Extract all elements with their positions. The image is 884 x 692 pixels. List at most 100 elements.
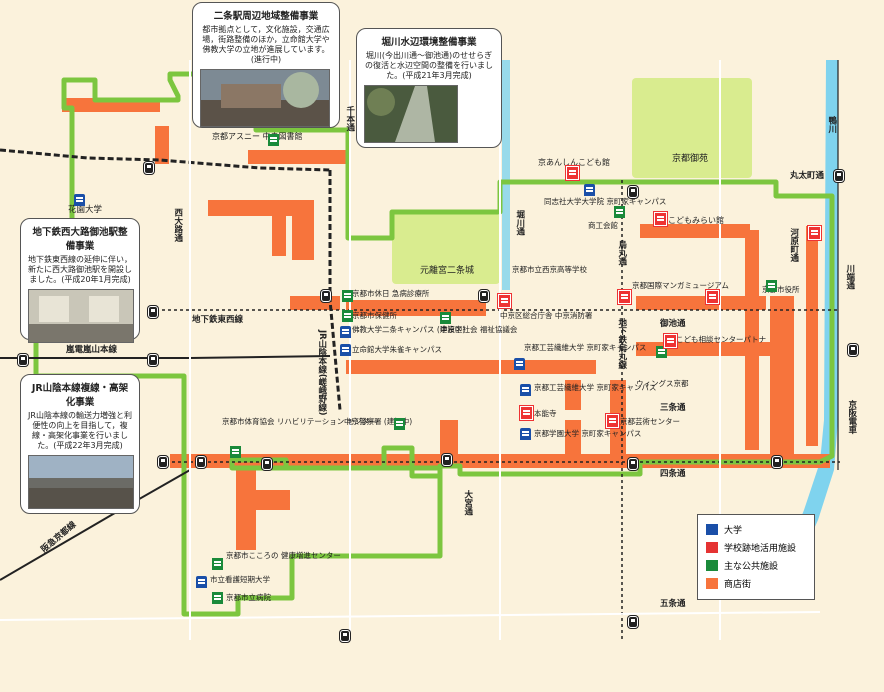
place-doshisha: 同志社大学大学院 京町家キャンパス xyxy=(544,197,667,206)
university-icon xyxy=(520,384,531,396)
photo-jr-elevated xyxy=(28,455,134,509)
public-facility-icon xyxy=(212,558,223,570)
legend-item-school-reuse: 学校跡地活用施設 xyxy=(706,541,806,554)
school-reuse-icon xyxy=(566,166,579,180)
place-shintai: 京都市体育協会 リハビリテーション センター xyxy=(222,417,377,426)
station-marker xyxy=(772,456,782,468)
school-reuse-icon xyxy=(706,542,718,553)
map-legend: 大学 学校跡地活用施設 主な公共施設 商店街 xyxy=(697,514,815,600)
rail-label-karasuma-line: 地下鉄烏丸線 xyxy=(616,318,627,369)
place-kodomo-mirai: こどもみらい館 xyxy=(668,216,724,225)
river-label-kamogawa: 鴨川 xyxy=(826,116,837,133)
school-reuse-icon xyxy=(654,212,667,226)
school-reuse-icon xyxy=(618,290,631,304)
public-facility-icon xyxy=(706,560,718,571)
place-kenko: 京都市こころの 健康増進センター xyxy=(226,551,341,560)
public-facility-icon xyxy=(342,290,353,302)
university-icon xyxy=(74,194,85,206)
university-icon xyxy=(520,428,531,440)
shopping-street-swatch xyxy=(706,578,718,589)
street-label-omiya: 大宮通 xyxy=(462,490,473,516)
callout-body: 都市拠点として，文化施設，交通広場，街路整備のほか，立命館大学や佛教大学の立地が… xyxy=(202,25,330,64)
school-reuse-icon xyxy=(808,226,821,240)
university-icon xyxy=(584,184,595,196)
place-nijojo: 元離宮二条城 xyxy=(420,266,475,276)
place-chuo-hoken: 京都市保健所 xyxy=(352,311,397,320)
street-label-shijo: 四条通 xyxy=(660,469,686,479)
rail-label-tozai: 地下鉄東西線 xyxy=(192,315,244,325)
school-reuse-icon xyxy=(520,406,533,420)
callout-nijo-station-project: 二条駅周辺地域整備事業 都市拠点として，文化施設，交通広場，街路整備のほか，立命… xyxy=(192,2,340,128)
station-marker xyxy=(262,458,272,470)
place-kodomo-sodan: こども相談センターパトナ xyxy=(676,335,767,344)
street-label-nishioji: 西大路通 xyxy=(172,208,183,242)
station-marker xyxy=(628,616,638,628)
legend-item-university: 大学 xyxy=(706,523,806,536)
school-reuse-icon xyxy=(706,290,719,304)
university-icon xyxy=(514,358,525,370)
station-marker xyxy=(148,354,158,366)
place-seizan: 京都市立西京高等学校 xyxy=(512,265,587,274)
callout-body: 地下鉄東西線の延伸に伴い，新たに西大路御池駅を開設しました。(平成20年1月完成… xyxy=(28,255,132,284)
callout-jr-project: JR山陰本線複線・高架化事業 JR山陰本線の輸送力増強と利便性の向上を目指して，… xyxy=(20,374,140,514)
legend-label: 学校跡地活用施設 xyxy=(724,544,797,554)
place-asny: 京都アスニー 中央図書館 xyxy=(212,132,303,141)
place-gosho: 京都御苑 xyxy=(672,154,709,164)
callout-horikawa-project: 堀川水辺環境整備事業 堀川(今出川通～御池通)のせせらぎの復活と水辺空間の整備を… xyxy=(356,28,502,148)
callout-body: 堀川(今出川通～御池通)のせせらぎの復活と水辺空間の整備を行いました。(平成21… xyxy=(365,51,493,80)
place-wings: ウィングス京都 xyxy=(636,379,689,388)
place-honnoji: 本能寺 xyxy=(534,409,557,418)
callout-title: 地下鉄西大路御池駅整備事業 xyxy=(32,227,128,252)
rail-label-jr-sanin: JR山陰本線(嵯峨野線) xyxy=(316,330,327,416)
legend-item-shopping: 商店街 xyxy=(706,577,806,590)
place-hanazono: 花園大学 xyxy=(68,205,103,215)
legend-label: 商店街 xyxy=(724,580,752,590)
station-marker xyxy=(158,456,168,468)
street-label-kawabata: 川端通 xyxy=(844,264,855,290)
nijojo-area xyxy=(392,214,500,284)
photo-horikawa xyxy=(364,85,458,143)
public-facility-icon xyxy=(766,280,777,292)
station-marker xyxy=(479,290,489,302)
rail-label-randen: 嵐電嵐山本線 xyxy=(66,345,118,355)
public-facility-icon xyxy=(212,592,223,604)
place-kogei-sen: 京都工芸繊維大学 京町家キャンパス xyxy=(524,343,647,352)
university-icon xyxy=(196,576,207,588)
callout-title: JR山陰本線複線・高架化事業 xyxy=(31,383,129,408)
street-label-gojo: 五条通 xyxy=(660,599,686,609)
place-anshin: 京あんしんこども館 xyxy=(538,158,610,167)
place-nakagyo-police: 中京警察署 (建設中) xyxy=(344,417,413,426)
station-marker xyxy=(442,454,452,466)
station-marker xyxy=(628,186,638,198)
legend-label: 主な公共施設 xyxy=(724,562,779,572)
callout-body: JR山陰本線の輸送力増強と利便性の向上を目指して，複線・高架化事業を行いました。… xyxy=(28,411,132,450)
place-chukyo-gov: 中京区総合庁舎 中京消防署 xyxy=(500,311,593,320)
station-marker xyxy=(628,458,638,470)
public-facility-icon xyxy=(230,446,241,458)
public-facility-icon xyxy=(342,310,353,322)
street-label-marutamachi: 丸太町通 xyxy=(790,171,825,181)
place-kogei-sen2: 京都工芸繊維大学 京町家キャンパス xyxy=(534,383,657,392)
street-label-horikawa: 堀川通 xyxy=(514,210,525,236)
photo-subway-station xyxy=(28,289,134,343)
street-label-karasuma: 烏丸通 xyxy=(616,240,627,266)
legend-item-public: 主な公共施設 xyxy=(706,559,806,572)
rail-label-keihan: 京阪電車 xyxy=(846,400,857,434)
station-marker xyxy=(340,630,350,642)
university-icon xyxy=(340,344,351,356)
callout-title: 堀川水辺環境整備事業 xyxy=(381,37,477,48)
school-reuse-icon xyxy=(664,334,677,348)
street-label-senbon: 千本通 xyxy=(344,106,355,132)
legend-label: 大学 xyxy=(724,526,743,536)
shopping-streets xyxy=(62,98,830,550)
horikawa-stream xyxy=(502,60,510,290)
station-marker xyxy=(196,456,206,468)
station-marker xyxy=(848,344,858,356)
street-label-sanjo: 三条通 xyxy=(660,403,686,413)
place-shoko: 商工会館 xyxy=(588,221,618,230)
callout-subway-project: 地下鉄西大路御池駅整備事業 地下鉄東西線の延伸に伴い，新たに西大路御池駅を開設し… xyxy=(20,218,140,343)
university-icon xyxy=(340,326,351,338)
place-chukyo-shakai: 中京区社会 福祉協議会 xyxy=(440,325,518,334)
